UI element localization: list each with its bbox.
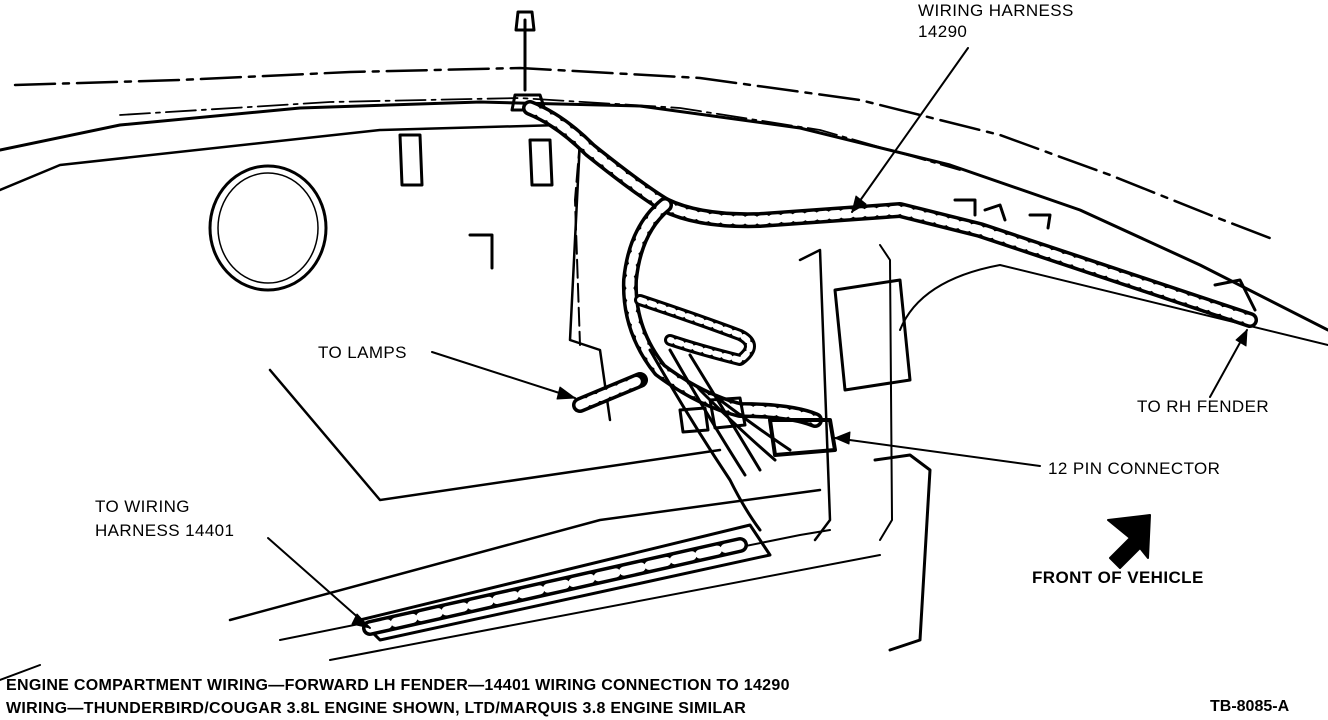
hood-line	[13, 66, 1277, 242]
leader-to-lamps	[431, 351, 576, 399]
figure-id: TB-8085-A	[1210, 698, 1290, 715]
fender-inner-line	[119, 97, 961, 171]
label-to-wiring: TO WIRING	[95, 497, 190, 516]
figure-caption: ENGINE COMPARTMENT WIRING—FORWARD LH FEN…	[6, 674, 790, 720]
caption-line-1: ENGINE COMPARTMENT WIRING—FORWARD LH FEN…	[6, 677, 790, 694]
apron-slots	[398, 133, 554, 270]
label-12-pin-connector: 12 PIN CONNECTOR	[1048, 459, 1221, 478]
harness-drop	[621, 197, 823, 428]
apron-vertical-edge	[574, 139, 581, 346]
label-to-rh-fender: TO RH FENDER	[1137, 397, 1269, 416]
fender-top-line	[0, 100, 1328, 332]
apron-panel	[0, 123, 612, 422]
leader-wiring-harness	[851, 47, 969, 213]
antenna	[510, 10, 547, 112]
label-wiring-harness: WIRING HARNESS	[918, 1, 1074, 20]
round-cover	[208, 164, 328, 292]
leader-to-wiring	[267, 537, 371, 629]
connector-12-pin	[768, 418, 837, 457]
lower-rail	[268, 368, 722, 502]
strut-tower	[798, 248, 832, 542]
label-to-lamps: TO LAMPS	[318, 343, 407, 362]
label-wiring-harness-number: 14290	[918, 22, 968, 41]
label-to-wiring-harness-number: HARNESS 14401	[95, 521, 235, 540]
leader-12-pin	[834, 437, 1041, 467]
wire-bundle	[648, 348, 792, 532]
caption-line-2: WIRING—THUNDERBIRD/COUGAR 3.8L ENGINE SH…	[6, 700, 747, 717]
front-arrow-icon	[1107, 514, 1151, 569]
label-front-of-vehicle: FRONT OF VEHICLE	[1032, 568, 1204, 587]
